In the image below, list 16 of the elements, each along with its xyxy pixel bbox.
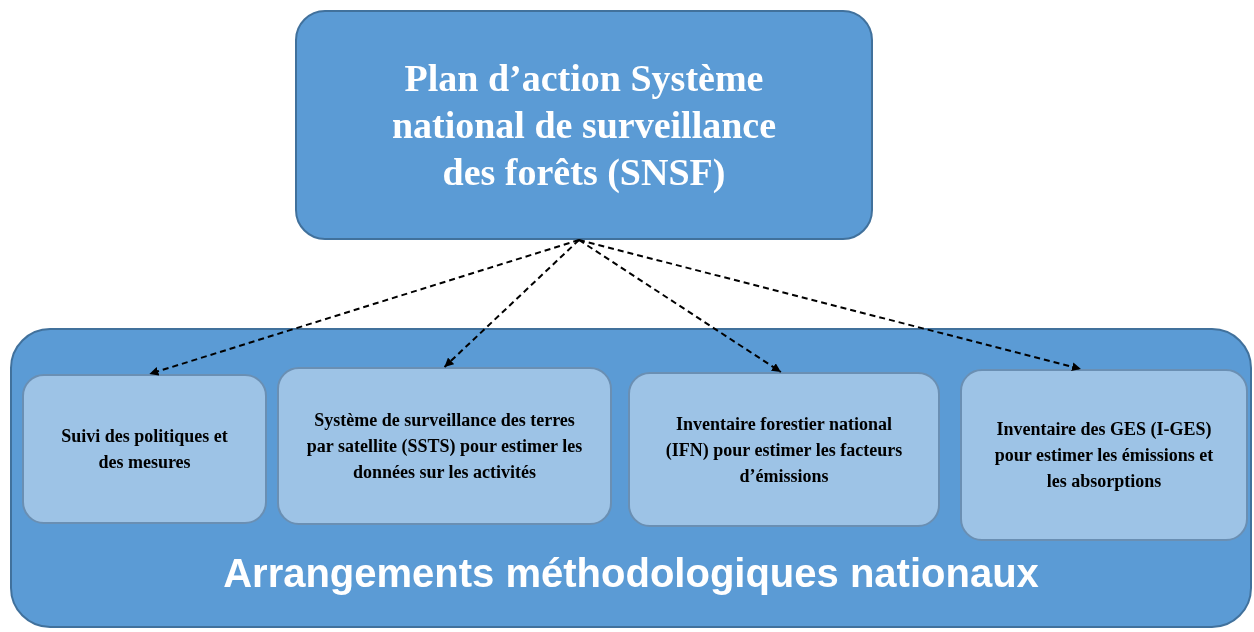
group-panel xyxy=(10,328,1252,628)
box-label: Système de surveillance des terres par satellite (SSTS) pour estimer les données sur les activités xyxy=(305,409,584,484)
group-title: Arrangements méthodologiques nationaux xyxy=(223,551,1039,596)
dashed-arrow xyxy=(578,239,782,373)
process-box xyxy=(960,369,1248,541)
process-box xyxy=(628,372,940,527)
dashed-arrow xyxy=(148,239,580,376)
dashed-arrow xyxy=(443,239,580,368)
box-label: Plan d’action Système national de surveillance des forêts (SNSF) xyxy=(390,55,778,195)
dashed-arrow xyxy=(578,239,1082,372)
box-label: Inventaire forestier national (IFN) pour estimer les facteurs d’émissions xyxy=(664,412,904,488)
box-label: Inventaire des GES (I-GES) pour estimer les émissions et les absorptions xyxy=(993,418,1215,493)
box-label: Suivi des politiques et des mesures xyxy=(60,425,229,474)
process-box xyxy=(277,367,612,525)
process-box xyxy=(295,10,873,240)
process-box xyxy=(22,374,267,524)
